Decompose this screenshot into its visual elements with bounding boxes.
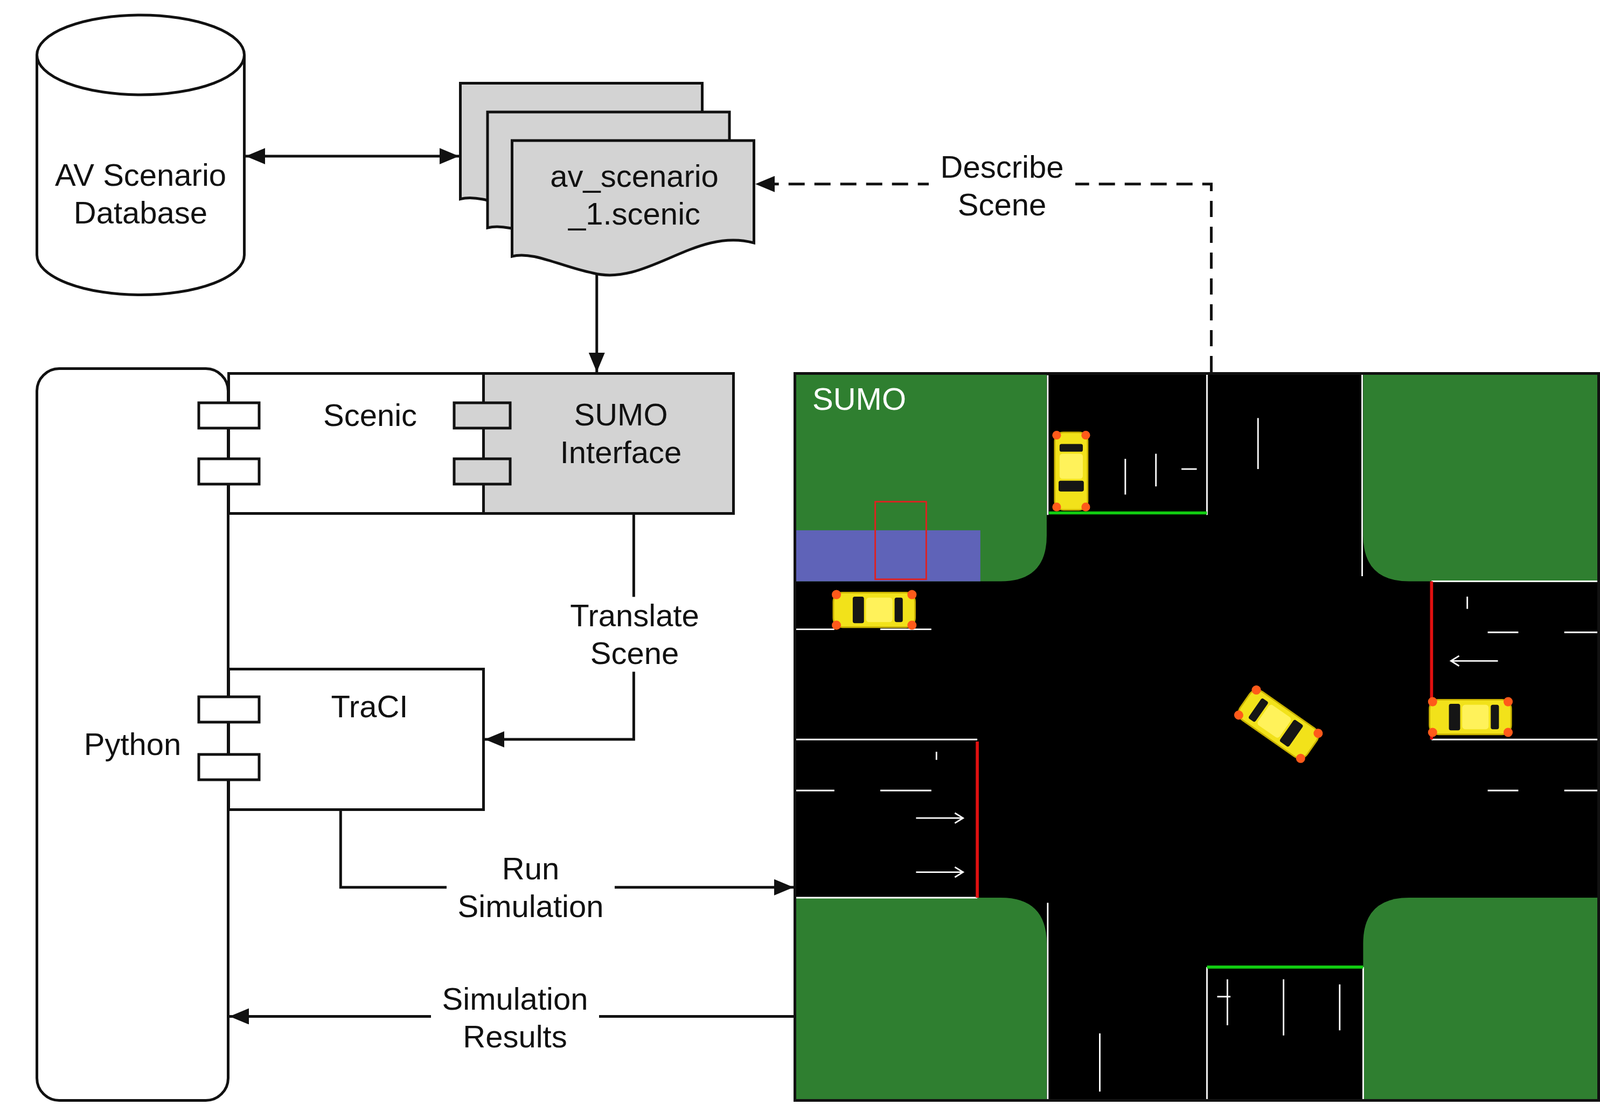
database-cylinder: AV Scenario Database	[35, 15, 246, 297]
node-label: TraCI	[331, 687, 409, 726]
scenario-file-stack: av_scenario _1.scenic	[458, 81, 756, 275]
stop-lines	[977, 513, 1432, 968]
selection-box	[875, 502, 927, 580]
connector-arrow	[245, 155, 459, 158]
simulator-panel: SUMO	[793, 372, 1600, 1103]
node-label: Python	[84, 725, 182, 764]
node-label: SUMO	[812, 380, 907, 419]
connector-label: Simulation Results	[430, 980, 600, 1056]
component-box: TraCI	[227, 668, 485, 812]
node-label: Scenic	[323, 396, 417, 435]
vehicles	[831, 430, 1513, 765]
connector-label: Run Simulation	[446, 850, 615, 925]
sidewalk-band	[793, 530, 981, 582]
node-label: AV Scenario Database	[40, 156, 241, 232]
grass-corners	[793, 372, 1600, 1103]
node-label: av_scenario _1.scenic	[543, 157, 727, 233]
cylinder-outline	[35, 15, 246, 297]
node-label: SUMO Interface	[540, 395, 702, 471]
component-box: Scenic	[227, 372, 485, 516]
connector-label: Describe Scene	[928, 148, 1076, 224]
python-runtime-box: Python	[35, 367, 230, 1103]
lane-markings	[793, 372, 1600, 1103]
component-box: SUMO Interface	[482, 372, 735, 516]
connector-arrow	[595, 274, 598, 373]
sumo-intersection-illustration	[793, 372, 1600, 1103]
connector-label: Translate Scene	[555, 596, 714, 672]
road-ground	[793, 372, 1600, 1103]
